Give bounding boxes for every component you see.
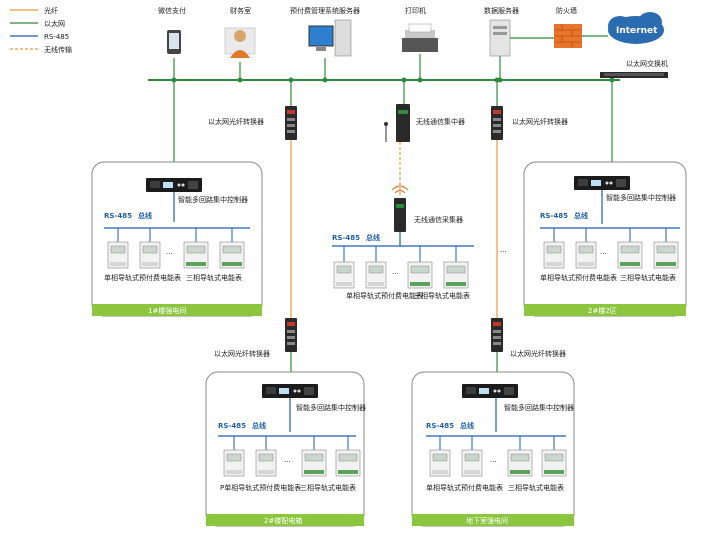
wechat-label: 微信支付 <box>158 6 186 15</box>
box-building2-distribution: 2#楼配电箱 智能多回路集中控制器 RS-485 总线 ··· P单相导轨式预付… <box>205 371 366 527</box>
server-monitor-icon <box>308 19 352 57</box>
finance-label: 财务室 <box>230 6 251 15</box>
middle-three-phase: 三相导轨式电能表 <box>414 291 470 300</box>
box4-three: 三相导轨式电能表 <box>508 483 564 492</box>
middle-bus-label: 总线 <box>366 233 380 242</box>
wireless-hub-label: 无线通信集中器 <box>416 117 465 126</box>
middle-single-phase: 单相导轨式预付费电能表 <box>346 291 423 300</box>
box1-three: 三相导轨式电能表 <box>186 273 242 282</box>
fiber-converter-right-icon <box>491 106 503 140</box>
box4-switch-label: 以太网光纤转换器 <box>510 349 566 358</box>
middle-ellipsis: ··· <box>392 270 399 278</box>
legend-fiber: 光纤 <box>44 6 58 15</box>
box3-title: 2#楼配电箱 <box>264 516 302 525</box>
box1-single: 单相导轨式预付费电能表 <box>104 273 181 282</box>
fiber-converter-left-label: 以太网光纤转换器 <box>208 117 264 126</box>
db-server-label: 数据服务器 <box>484 6 519 15</box>
box-building1: 1#楼强电间 智能多回路集中控制器 RS-485 总线 ··· 单相导轨式预付费… <box>91 161 263 317</box>
box3-three: 三相导轨式电能表 <box>300 483 356 492</box>
box3-bus: 总线 <box>252 421 266 430</box>
box2-single: 单相导轨式预付费电能表 <box>540 273 617 282</box>
box2-ellipsis: ··· <box>600 250 607 258</box>
fiber-converter-right-label: 以太网光纤转换器 <box>512 117 568 126</box>
box4-single: 单相导轨式预付费电能表 <box>426 483 503 492</box>
firewall-icon <box>554 24 582 48</box>
box3-controller: 智能多回路集中控制器 <box>296 403 366 412</box>
fiber-converter-left-icon <box>285 106 297 140</box>
box4-ellipsis: ··· <box>490 458 497 466</box>
box1-ellipsis: ··· <box>166 250 173 258</box>
middle-dots: ... <box>500 246 507 254</box>
box1-controller: 智能多回路集中控制器 <box>178 195 248 204</box>
box3-single: P单相导轨式预付费电能表 <box>220 483 301 492</box>
wireless-hub-icon <box>384 104 410 142</box>
internet-cloud-icon <box>608 12 664 44</box>
printer-label: 打印机 <box>405 6 426 15</box>
wireless-collector-icon <box>391 185 409 232</box>
box4-bus: 总线 <box>460 421 474 430</box>
box4-rs485: RS-485 <box>426 422 454 430</box>
box2-controller: 智能多回路集中控制器 <box>606 193 676 202</box>
wireless-collector-label: 无线通信采集器 <box>414 215 463 224</box>
internet-label: Internet <box>616 26 658 36</box>
box3-ellipsis: ··· <box>284 458 291 466</box>
core-switch-label: 以太网交换机 <box>626 59 668 68</box>
box-basement-room: 地下室强电间 智能多回路集中控制器 RS-485 总线 ··· 单相导轨式预付费… <box>411 371 575 527</box>
box-building2-zone2: 2#楼2区 智能多回路集中控制器 RS-485 总线 ··· 单相导轨式预付费电… <box>523 161 687 317</box>
box4-title: 地下室强电间 <box>466 516 508 525</box>
box1-rs485: RS-485 <box>104 212 132 220</box>
box1-bus: 总线 <box>138 211 152 220</box>
finance-user-icon <box>224 27 256 58</box>
box1-title: 1#楼强电间 <box>148 306 186 315</box>
legend: 光纤 以太网 RS-485 无线传输 <box>10 6 72 54</box>
prepay-server-label: 预付费管理系统服务器 <box>290 6 360 15</box>
legend-ethernet: 以太网 <box>44 19 65 28</box>
core-switch-icon <box>600 72 668 78</box>
legend-rs485: RS-485 <box>44 33 69 41</box>
db-server-icon <box>489 19 511 57</box>
fiber-converter-lower-right-icon <box>491 318 503 352</box>
box2-title: 2#楼2区 <box>588 306 617 315</box>
box2-three: 三相导轨式电能表 <box>620 273 676 282</box>
printer-icon <box>402 23 438 52</box>
middle-rs485-label: RS-485 <box>332 234 360 242</box>
box3-switch-label: 以太网光纤转换器 <box>214 349 270 358</box>
legend-wireless: 无线传输 <box>44 45 72 54</box>
box2-bus: 总线 <box>574 211 588 220</box>
box2-rs485: RS-485 <box>540 212 568 220</box>
firewall-label: 防火墙 <box>556 6 577 15</box>
phone-icon <box>167 30 181 54</box>
fiber-converter-lower-left-icon <box>285 318 297 352</box>
middle-meter-group: RS-485 总线 ··· 单相导轨式预付费电能表 三相导轨式电能表 <box>332 232 474 300</box>
box3-rs485: RS-485 <box>218 422 246 430</box>
box4-controller: 智能多回路集中控制器 <box>504 403 574 412</box>
